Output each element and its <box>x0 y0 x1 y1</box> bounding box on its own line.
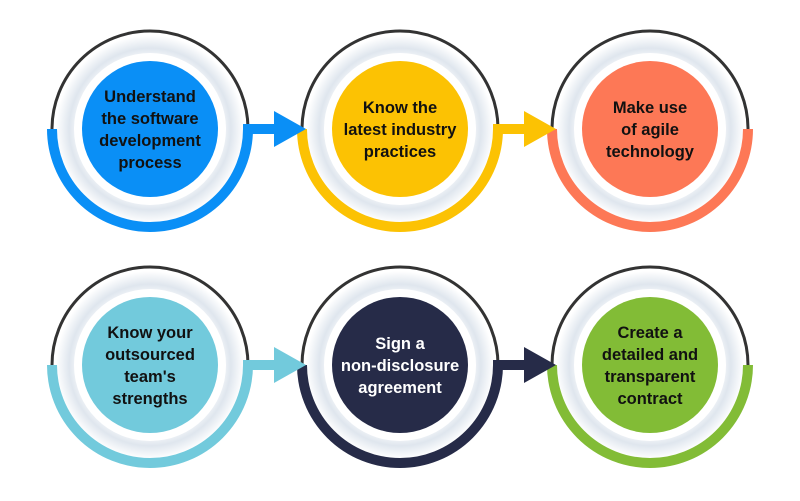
arrow-shaft <box>493 124 525 134</box>
step-label-line: agreement <box>358 379 442 397</box>
arrow-shaft <box>243 360 275 370</box>
step-label: Make use of agile technology <box>606 99 695 161</box>
connector-arrow <box>493 111 556 147</box>
outer-ring <box>550 265 750 366</box>
step-circle <box>582 61 718 197</box>
arrow-shaft <box>493 360 525 370</box>
step-label-line: Know your <box>107 324 193 342</box>
outer-ring <box>300 29 500 130</box>
step-label-line: Sign a <box>375 335 425 353</box>
step-label-line: Create a <box>617 324 683 342</box>
step-label-line: Know the <box>363 99 437 117</box>
step-label-line: contract <box>617 390 683 408</box>
arrow-head-icon <box>274 347 306 383</box>
step-label-line: of agile <box>621 121 679 139</box>
step-label-line: development <box>99 132 201 150</box>
step-label-line: latest industry <box>344 121 458 139</box>
connector-arrow <box>243 111 306 147</box>
colored-arc <box>297 128 503 232</box>
arrow-shaft <box>243 124 275 134</box>
step-label-line: outsourced <box>105 346 195 364</box>
step-label: Know the latest industry practices <box>344 99 458 161</box>
colored-arc <box>47 128 253 232</box>
step-6: Create a detailed and transparent contract <box>547 265 753 468</box>
step-5: Sign a non-disclosure agreement <box>297 265 503 468</box>
step-label-line: Make use <box>613 99 687 117</box>
outer-ring <box>50 29 250 130</box>
step-label-line: strengths <box>112 390 187 408</box>
step-circle <box>332 61 468 197</box>
step-label: Sign a non-disclosure agreement <box>341 335 459 397</box>
step-label: Create a detailed and transparent contract <box>602 324 698 408</box>
step-label-line: the software <box>101 110 198 128</box>
step-2: Know the latest industry practices <box>297 29 503 232</box>
step-label-line: transparent <box>605 368 696 386</box>
step-label-line: process <box>118 154 181 172</box>
step-circle <box>332 297 468 433</box>
arrow-head-icon <box>274 111 306 147</box>
colored-arc <box>297 364 503 468</box>
colored-arc <box>547 364 753 468</box>
connector-arrow <box>493 347 556 383</box>
colored-arc <box>547 128 753 232</box>
step-1: Understand the software development process <box>47 29 253 232</box>
connector-arrow <box>243 347 306 383</box>
step-circle <box>82 297 218 433</box>
step-label: Understand the software development process <box>99 88 201 172</box>
outer-ring <box>50 265 250 366</box>
arrow-head-icon <box>524 347 556 383</box>
step-label-line: Understand <box>104 88 196 106</box>
step-circle <box>82 61 218 197</box>
step-3: Make use of agile technology <box>547 29 753 232</box>
step-label-line: non-disclosure <box>341 357 459 375</box>
arrow-head-icon <box>524 111 556 147</box>
step-4: Know your outsourced team's strengths <box>47 265 253 468</box>
step-label-line: practices <box>364 143 436 161</box>
step-label-line: technology <box>606 143 695 161</box>
step-circle <box>582 297 718 433</box>
colored-arc <box>47 364 253 468</box>
step-label-line: detailed and <box>602 346 698 364</box>
outer-ring <box>300 265 500 366</box>
step-label: Know your outsourced team's strengths <box>105 324 195 408</box>
outer-ring <box>550 29 750 130</box>
step-label-line: team's <box>124 368 176 386</box>
